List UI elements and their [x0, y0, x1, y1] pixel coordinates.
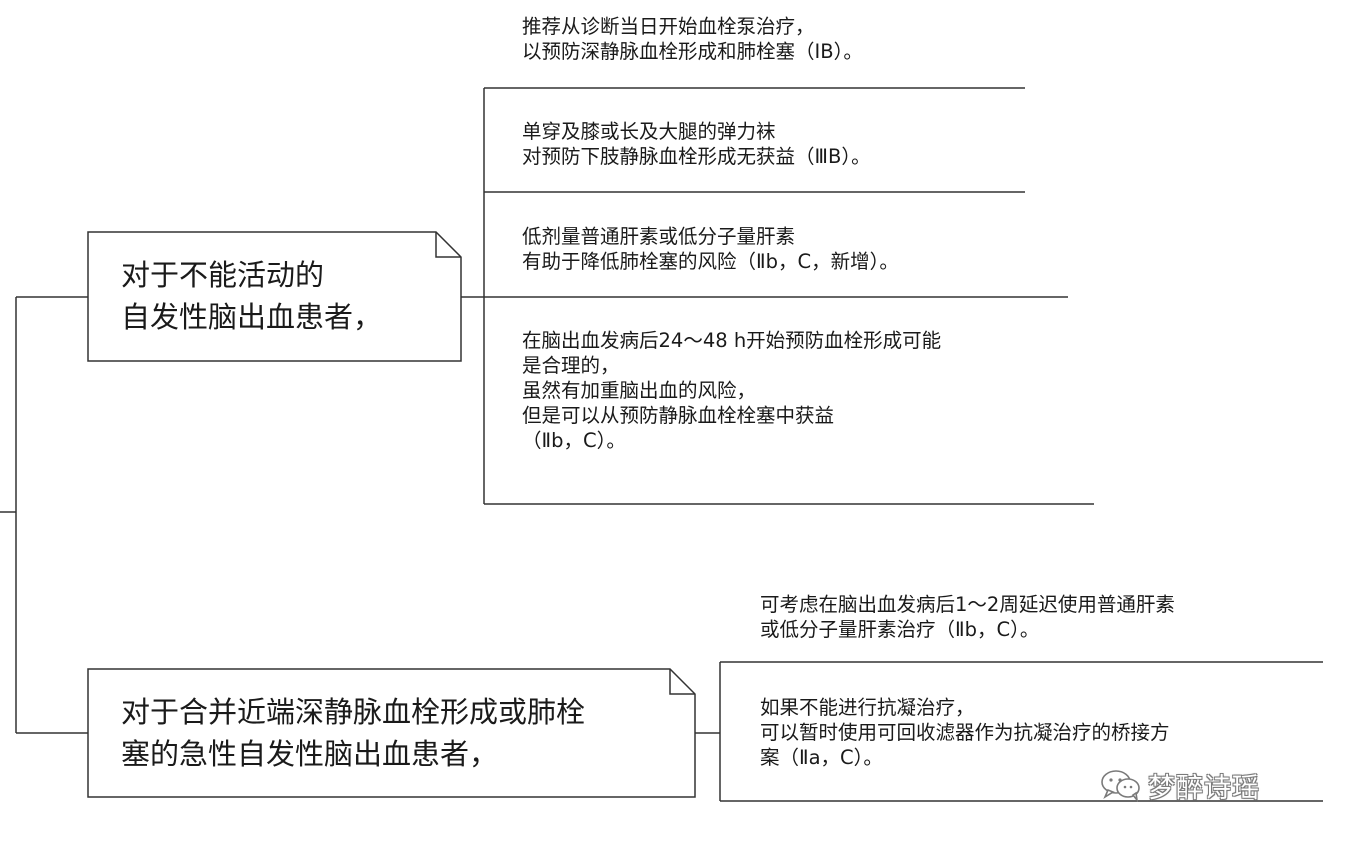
recommendation-line: 在脑出血发病后24～48 h开始预防血栓形成可能 — [522, 329, 942, 352]
recommendation-line: 是合理的， — [522, 354, 620, 377]
category-2-fold — [669, 669, 695, 695]
recommendation-item: 推荐从诊断当日开始血栓泵治疗， 以预防深静脉血栓形成和肺栓塞（ⅠB）。 — [522, 14, 863, 64]
category-2-box — [87, 668, 696, 798]
recommendation-line: 低剂量普通肝素或低分子量肝素 — [522, 225, 796, 248]
category-title-line: 自发性脑出血患者， — [121, 300, 383, 334]
watermark-text: 梦醉诗瑶 — [1148, 772, 1260, 804]
recommendation-item: 低剂量普通肝素或低分子量肝素 有助于降低肺栓塞的风险（Ⅱb，C，新增）。 — [522, 224, 899, 274]
wechat-icon — [1101, 770, 1140, 802]
recommendation-item: 单穿及膝或长及大腿的弹力袜 对预防下肢静脉血栓形成无获益（ⅢB）。 — [522, 119, 871, 169]
recommendation-line: 案（Ⅱa，C）。 — [760, 746, 883, 769]
recommendation-item: 在脑出血发病后24～48 h开始预防血栓形成可能 是合理的， 虽然有加重脑出血的… — [522, 328, 941, 453]
recommendation-line: 以预防深静脉血栓形成和肺栓塞（ⅠB）。 — [522, 40, 863, 63]
recommendation-line: 有助于降低肺栓塞的风险（Ⅱb，C，新增）。 — [522, 250, 899, 273]
recommendation-line: 可以暂时使用可回收滤器作为抗凝治疗的桥接方 — [760, 721, 1170, 744]
category-box-vte-patients: 对于合并近端深静脉血栓形成或肺栓 塞的急性自发性脑出血患者， — [121, 691, 585, 775]
category-title-line: 对于合并近端深静脉血栓形成或肺栓 — [121, 695, 586, 729]
recommendation-line: 单穿及膝或长及大腿的弹力袜 — [522, 120, 776, 143]
category-title-line: 对于不能活动的 — [121, 258, 325, 292]
category-box-immobile-patients: 对于不能活动的 自发性脑出血患者， — [121, 254, 382, 338]
recommendation-line: 但是可以从预防静脉血栓栓塞中获益 — [522, 404, 835, 427]
category-title-line: 塞的急性自发性脑出血患者， — [121, 737, 499, 771]
recommendation-line: 或低分子量肝素治疗（Ⅱb，C）。 — [760, 618, 1040, 641]
watermark: 梦醉诗瑶 — [1100, 765, 1260, 805]
category-1-box — [87, 231, 462, 362]
recommendation-item: 可考虑在脑出血发病后1～2周延迟使用普通肝素 或低分子量肝素治疗（Ⅱb，C）。 — [760, 592, 1175, 642]
recommendation-line: 虽然有加重脑出血的风险， — [522, 379, 757, 402]
recommendation-line: （Ⅱb，C）。 — [522, 429, 626, 452]
category-1-fold — [435, 232, 461, 258]
recommendation-line: 可考虑在脑出血发病后1～2周延迟使用普通肝素 — [760, 593, 1175, 616]
recommendation-line: 如果不能进行抗凝治疗， — [760, 696, 975, 719]
recommendation-line: 推荐从诊断当日开始血栓泵治疗， — [522, 15, 815, 38]
recommendation-item: 如果不能进行抗凝治疗， 可以暂时使用可回收滤器作为抗凝治疗的桥接方 案（Ⅱa，C… — [760, 695, 1170, 770]
recommendation-line: 对预防下肢静脉血栓形成无获益（ⅢB）。 — [522, 145, 871, 168]
